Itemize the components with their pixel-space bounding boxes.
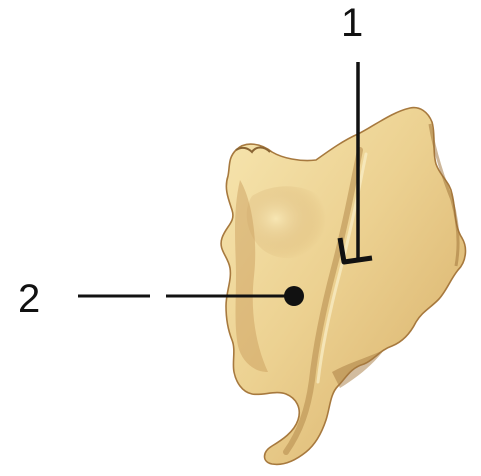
bone-specimen [221,108,465,465]
label-2: 2 [18,277,40,321]
bone-body [221,108,465,465]
leader-dot-2 [284,286,304,306]
label-1: 1 [341,1,363,45]
